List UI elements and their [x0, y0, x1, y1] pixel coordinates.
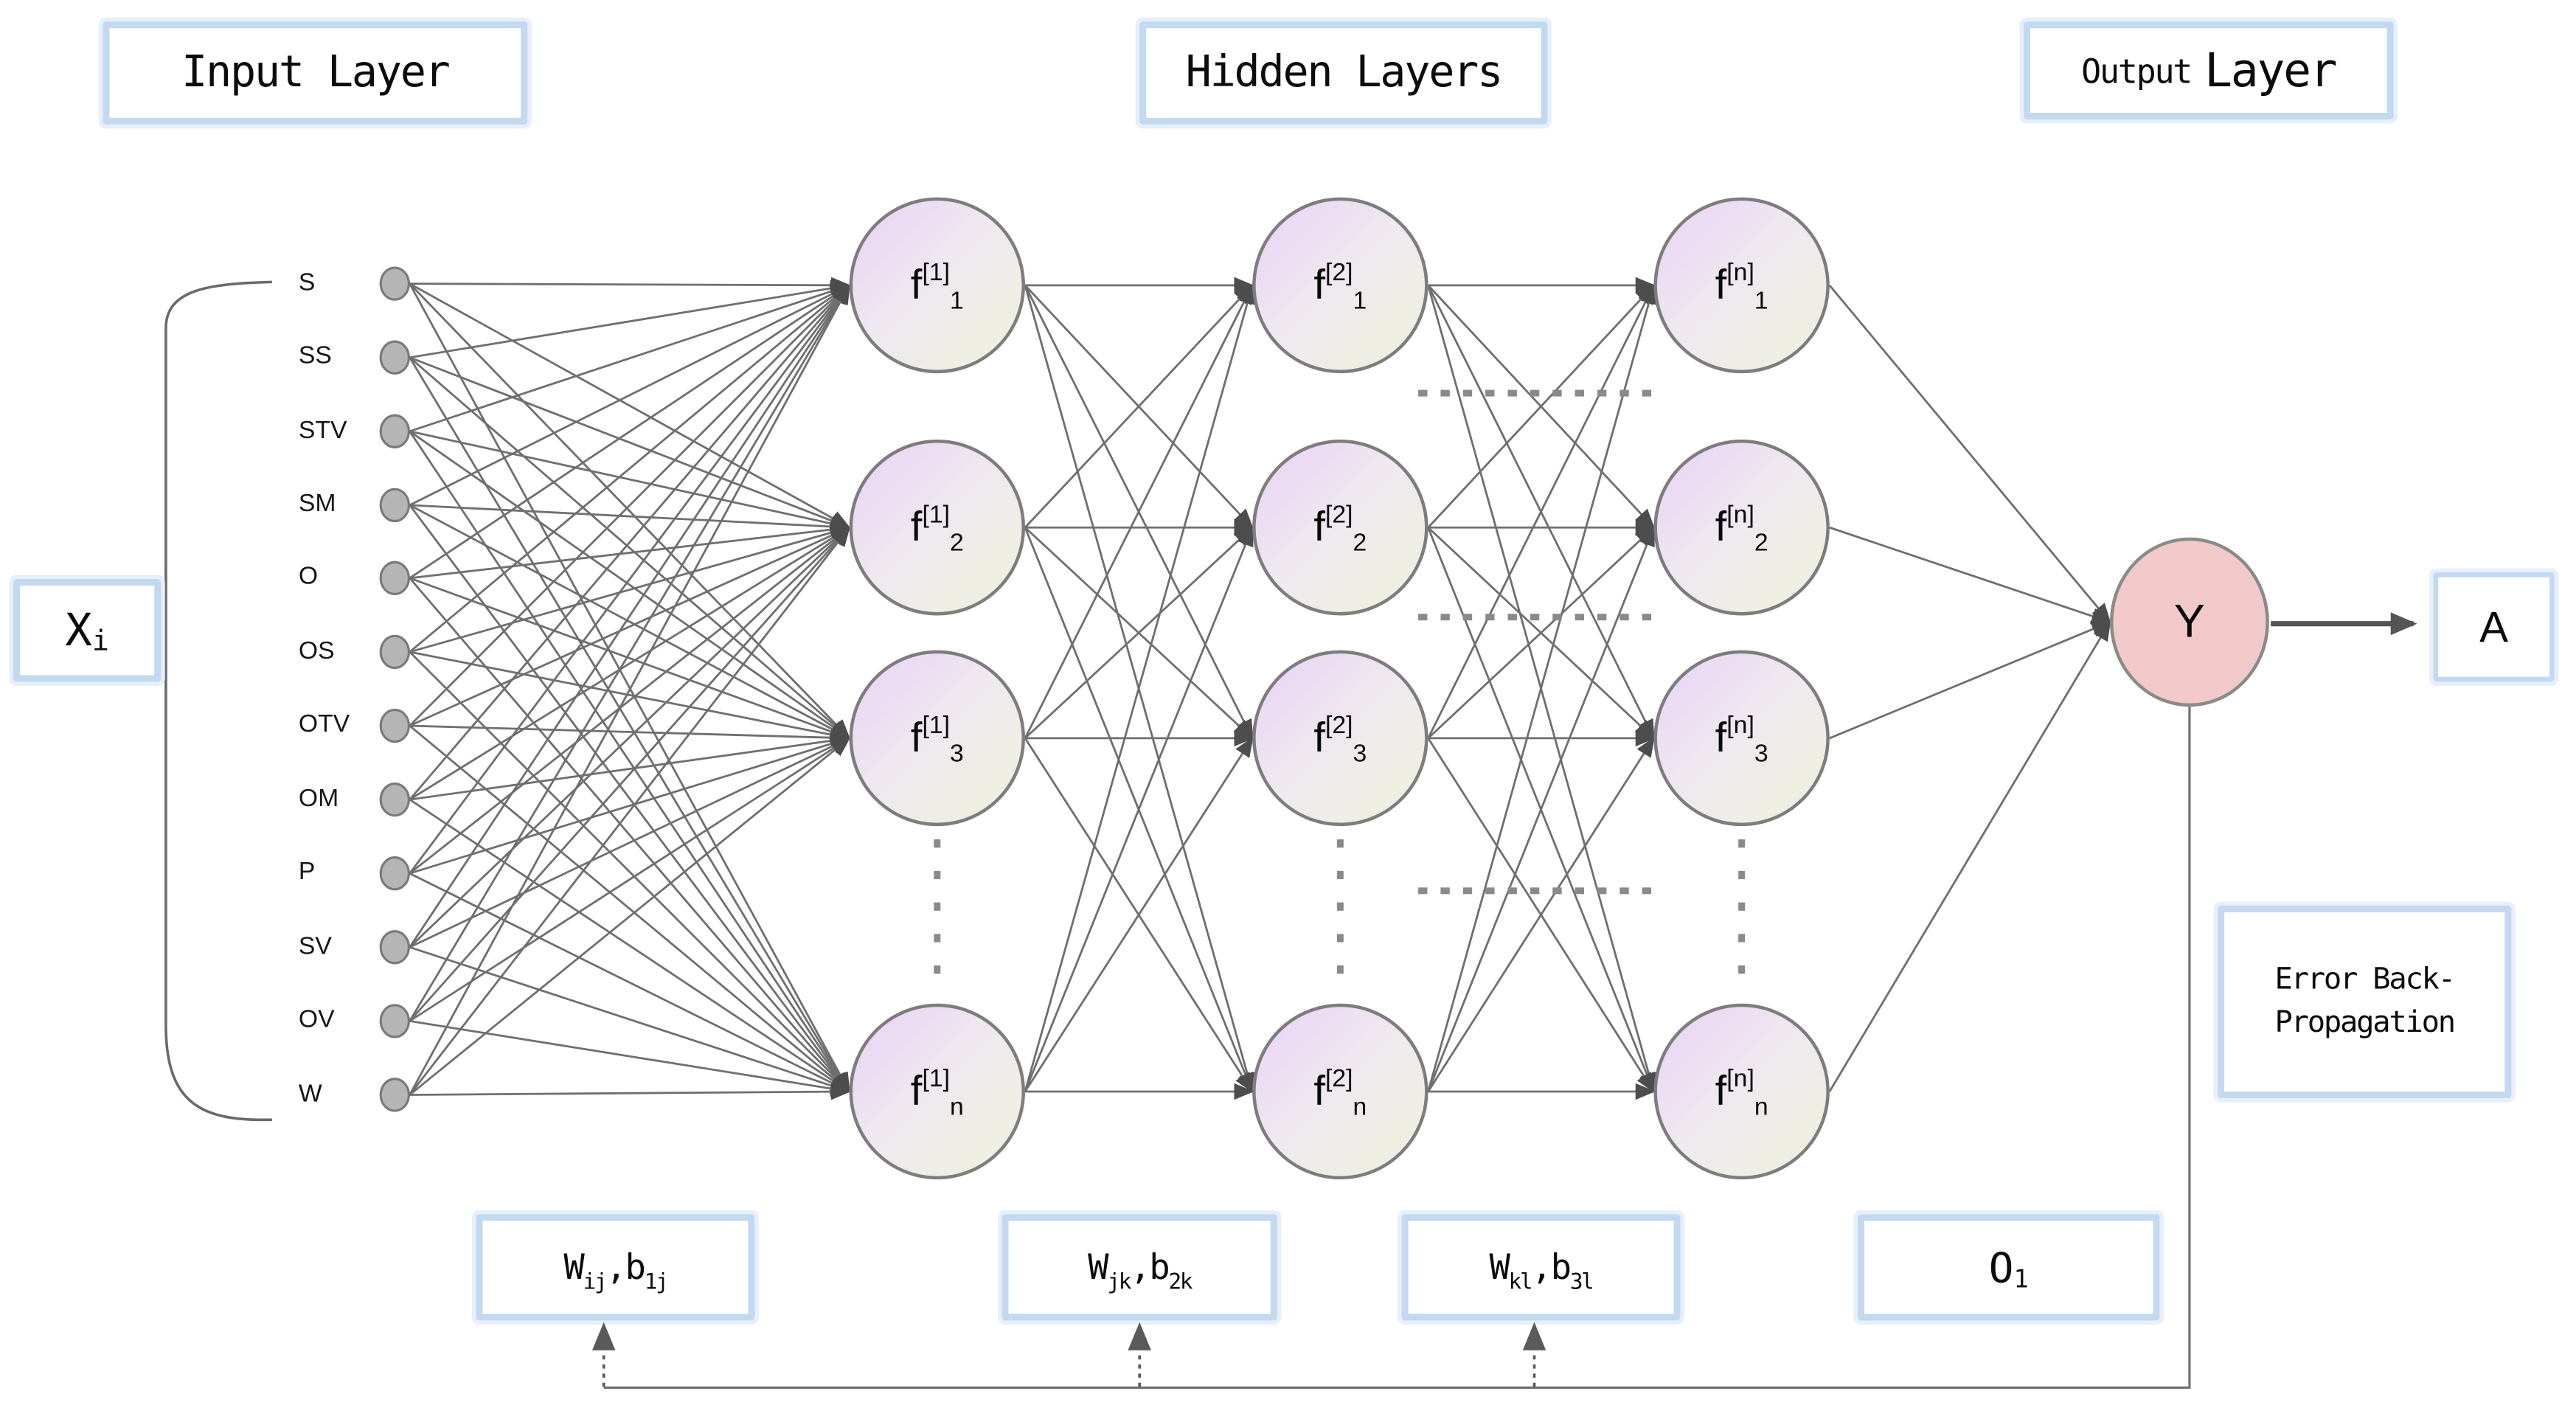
hidden-node: f[2]n: [1252, 1003, 1428, 1180]
hidden-layers-title-box: Hidden Layers: [1139, 21, 1548, 125]
weights-box-3: Wkl,b3l: [1401, 1214, 1681, 1321]
input-label: STV: [298, 416, 347, 445]
input-label: OV: [298, 1005, 335, 1034]
weights-box-2: Wjk,b2k: [1001, 1214, 1277, 1321]
input-layer-title-box: Input Layer: [103, 21, 528, 125]
input-dots: [379, 266, 411, 1112]
hiddenN-to-output-connections: [1828, 284, 2112, 1092]
weights-box-1: Wij,b1j: [476, 1214, 755, 1321]
input-group-bracket: [164, 280, 272, 1122]
input-label: SM: [298, 489, 336, 518]
backprop-feedback-line: [603, 707, 2191, 1390]
hidden-node: f[n]2: [1653, 440, 1830, 616]
backprop-update-arrow: [591, 1322, 616, 1387]
error-backprop-line2: Propagation: [2274, 1005, 2457, 1041]
output-layer-title-word1: Output: [2081, 50, 2193, 91]
hidden-column-ellipsis: [934, 839, 1746, 974]
hidden-node: f[n]1: [1653, 197, 1830, 374]
hidden-node: f[1]2: [849, 440, 1026, 616]
input-label: OM: [298, 784, 339, 813]
hidden-node: f[n]3: [1653, 650, 1830, 827]
input-label: SV: [298, 932, 332, 961]
input-vector-subscript: i: [91, 625, 109, 659]
hidden-node: f[n]n: [1653, 1003, 1830, 1180]
hidden-node: f[2]1: [1252, 197, 1428, 374]
input-label: SS: [298, 341, 332, 370]
hidden2-to-hiddenN-connections: [1427, 277, 1657, 1100]
hidden-node: f[2]3: [1252, 650, 1428, 827]
activation-output-box: A: [2433, 572, 2555, 682]
error-backprop-line1: Error Back-: [2274, 962, 2457, 997]
input-to-hidden1-connections: [409, 277, 851, 1100]
hidden-node: f[2]2: [1252, 440, 1428, 616]
input-label: S: [298, 268, 316, 297]
input-label: O: [298, 562, 319, 591]
input-vector-symbol: X: [65, 604, 92, 656]
more-layers-dotted-lines: [1418, 389, 1652, 895]
activation-output-label: A: [2479, 601, 2509, 651]
backprop-update-arrow: [1522, 1322, 1546, 1387]
input-label: OS: [298, 636, 335, 665]
input-label: OTV: [298, 710, 350, 738]
output-layer-title-word2: Layer: [2204, 43, 2338, 98]
hidden-node: f[1]n: [849, 1003, 1026, 1180]
hidden-node: f[1]3: [849, 650, 1026, 827]
input-layer-title: Input Layer: [181, 48, 451, 98]
hidden-layers-title: Hidden Layers: [1185, 48, 1504, 98]
backprop-update-arrow: [1128, 1322, 1151, 1387]
output-node: Y: [2109, 537, 2269, 707]
input-label: W: [298, 1080, 322, 1109]
input-label: P: [298, 857, 316, 887]
output-layer-title-box: Output Layer: [2024, 21, 2394, 119]
hidden1-to-hidden2-connections: [1024, 277, 1256, 1100]
error-backprop-box: Error Back- Propagation: [2218, 906, 2512, 1098]
hidden-node: f[1]1: [849, 197, 1026, 374]
